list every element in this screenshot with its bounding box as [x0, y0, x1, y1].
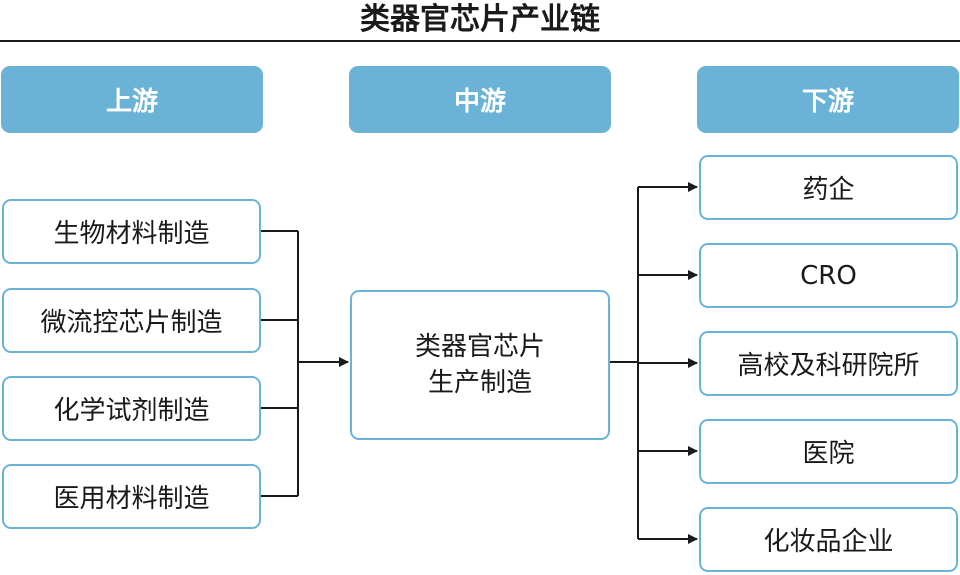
midstream-label-line1: 类器官芯片	[414, 332, 545, 362]
header-downstream: 下游	[697, 66, 959, 133]
downstream-item-cosmetics: 化妆品企业	[699, 507, 958, 572]
downstream-item-pharma: 药企	[699, 155, 958, 220]
title-underline	[0, 40, 960, 42]
header-midstream: 中游	[349, 66, 611, 133]
downstream-item-hospitals: 医院	[699, 419, 958, 484]
downstream-item-universities: 高校及科研院所	[699, 331, 958, 396]
midstream-label-line2: 生产制造	[427, 368, 532, 398]
upstream-item-chemical-reagents: 化学试剂制造	[2, 376, 261, 441]
downstream-item-cro: CRO	[699, 243, 958, 308]
diagram-title: 类器官芯片产业链	[360, 2, 600, 37]
upstream-item-microfluidic-chips: 微流控芯片制造	[2, 288, 261, 353]
upstream-item-medical-materials: 医用材料制造	[2, 464, 261, 529]
upstream-item-bio-materials: 生物材料制造	[2, 199, 261, 264]
header-upstream: 上游	[1, 66, 263, 133]
midstream-item-organ-chip-manufacturing: 类器官芯片 生产制造	[350, 290, 610, 440]
